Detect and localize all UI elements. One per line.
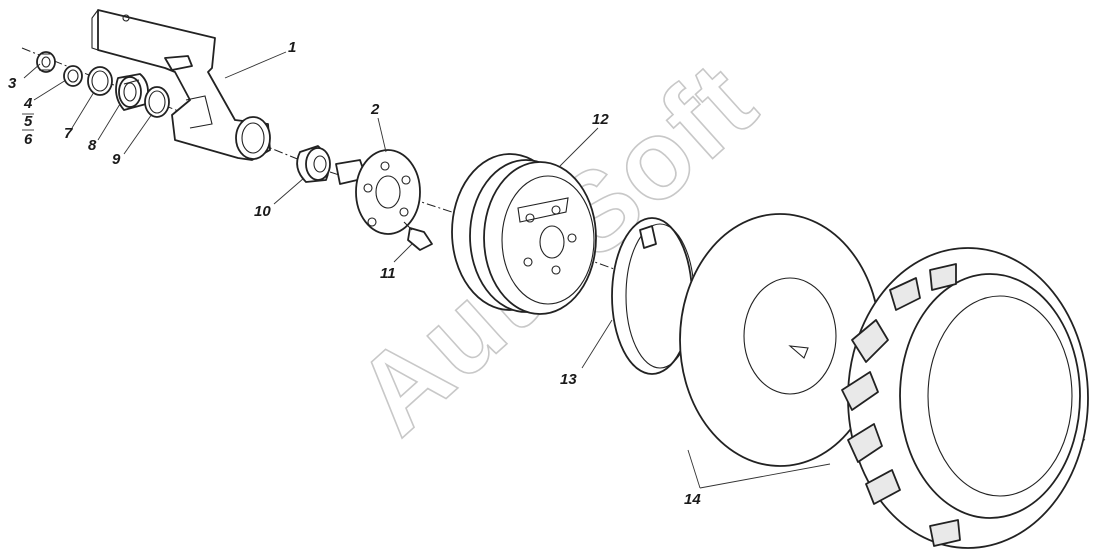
callout-6: 6 [24,131,33,148]
part-14-tyre [841,247,1089,549]
callout-4: 4 [23,95,33,112]
callout-10: 10 [254,203,271,220]
callout-14: 14 [684,491,701,508]
part-2-hub-flange [335,149,421,235]
callout-5: 5 [24,113,33,130]
part-3-nut [36,51,56,73]
callout-1: 1 [288,39,296,56]
callout-3: 3 [8,75,17,92]
callout-8: 8 [88,137,97,154]
callout-2: 2 [370,101,380,118]
leader-lines [22,51,831,489]
part-10-bearing [296,145,331,183]
part-7-ring [87,66,113,96]
part-12-wheel-rim [451,153,597,315]
callout-11: 11 [380,265,396,282]
callout-12: 12 [592,111,609,128]
part-1-bracket-arm [91,9,271,161]
callout-13: 13 [560,371,577,388]
callout-labels: 1 2 3 4 5 6 7 8 9 10 11 12 13 14 [8,39,701,508]
callout-7: 7 [64,125,73,142]
callout-9: 9 [112,151,121,168]
part-9-seal-ring [144,86,170,118]
part-4-washer [63,65,83,87]
part-11-bolt [403,221,433,251]
part-8-bushing [115,73,149,111]
